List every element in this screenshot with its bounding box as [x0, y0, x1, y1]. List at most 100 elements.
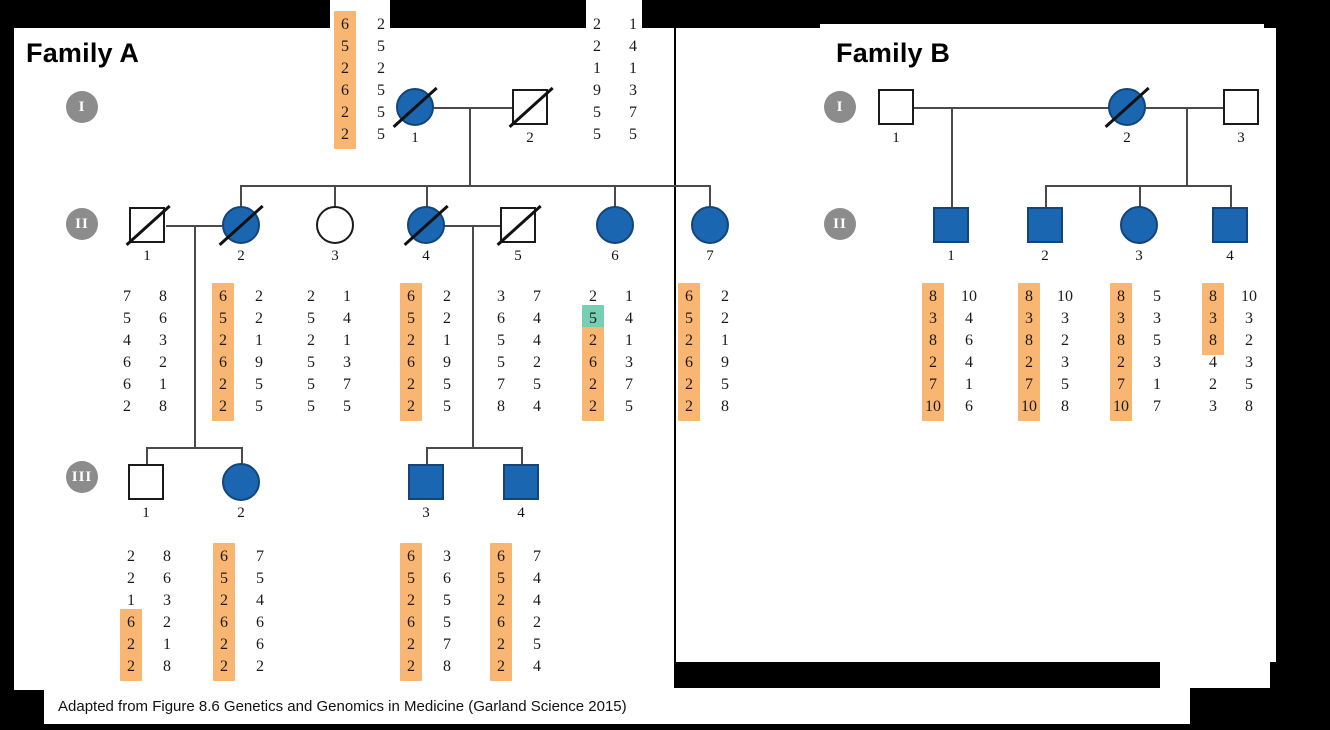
allele-value: 6 — [589, 354, 597, 371]
allele-value: 2 — [220, 658, 228, 675]
allele-value: 6 — [407, 288, 415, 305]
allele-value: 8 — [163, 548, 171, 565]
allele-value: 1 — [625, 288, 633, 305]
allele-value: 5 — [685, 310, 693, 327]
allele-value: 5 — [377, 82, 385, 99]
allele-value: 4 — [533, 332, 541, 349]
person-A-II-6[interactable] — [596, 206, 634, 244]
family-a-title: Family A — [26, 38, 140, 68]
sib-drop-A-II-7 — [709, 185, 711, 225]
allele-value: 2 — [407, 592, 415, 609]
allele-value: 7 — [533, 548, 541, 565]
person-B-I-3[interactable] — [1223, 89, 1259, 125]
allele-value: 2 — [497, 636, 505, 653]
person-B-II-1[interactable] — [933, 207, 969, 243]
person-label-B-I-2: 2 — [1123, 130, 1131, 146]
shared-haplotype-highlight — [1202, 283, 1224, 355]
allele-value: 6 — [407, 614, 415, 631]
person-B-II-3[interactable] — [1120, 206, 1158, 244]
allele-value: 3 — [1025, 310, 1033, 327]
allele-value: 5 — [341, 38, 349, 55]
panel-family-b-title — [820, 24, 1264, 64]
allele-value: 4 — [965, 354, 973, 371]
shared-haplotype-highlight — [400, 543, 422, 681]
allele-value: 5 — [593, 126, 601, 143]
allele-value: 5 — [625, 398, 633, 415]
allele-value: 6 — [407, 354, 415, 371]
allele-value: 5 — [443, 398, 451, 415]
allele-value: 5 — [1153, 332, 1161, 349]
allele-value: 5 — [497, 570, 505, 587]
person-label-A-II-5: 5 — [514, 248, 522, 264]
person-B-II-2[interactable] — [1027, 207, 1063, 243]
person-B-I-1[interactable] — [878, 89, 914, 125]
allele-value: 6 — [965, 332, 973, 349]
allele-value: 6 — [497, 614, 505, 631]
allele-value: 2 — [443, 288, 451, 305]
person-A-III-4[interactable] — [503, 464, 539, 500]
allele-value: 5 — [1061, 376, 1069, 393]
allele-value: 3 — [1061, 310, 1069, 327]
allele-value: 2 — [1061, 332, 1069, 349]
allele-value: 2 — [1209, 376, 1217, 393]
allele-value: 6 — [220, 548, 228, 565]
sib-drop-A-III-2 — [241, 447, 243, 464]
allele-value: 6 — [341, 82, 349, 99]
allele-value: 7 — [497, 376, 505, 393]
allele-value: 4 — [533, 398, 541, 415]
allele-value: 2 — [220, 636, 228, 653]
allele-value: 2 — [593, 16, 601, 33]
sibship-line-B-II — [1045, 185, 1231, 187]
allele-value: 7 — [533, 288, 541, 305]
panel-lower-right — [1160, 420, 1270, 688]
allele-value: 4 — [533, 570, 541, 587]
allele-value: 1 — [343, 288, 351, 305]
allele-value: 2 — [163, 614, 171, 631]
allele-value: 2 — [377, 60, 385, 77]
allele-value: 1 — [159, 376, 167, 393]
person-label-B-II-2: 2 — [1041, 248, 1049, 264]
person-A-III-1[interactable] — [128, 464, 164, 500]
allele-value: 5 — [343, 398, 351, 415]
allele-value: 5 — [721, 376, 729, 393]
allele-value: 2 — [721, 288, 729, 305]
allele-value: 3 — [1209, 310, 1217, 327]
allele-value: 1 — [629, 16, 637, 33]
person-A-III-2[interactable] — [222, 463, 260, 501]
allele-value: 2 — [220, 592, 228, 609]
person-label-B-I-3: 3 — [1237, 130, 1245, 146]
person-B-II-4[interactable] — [1212, 207, 1248, 243]
allele-value: 4 — [625, 310, 633, 327]
allele-value: 8 — [929, 332, 937, 349]
allele-value: 3 — [1153, 310, 1161, 327]
person-A-II-3[interactable] — [316, 206, 354, 244]
person-label-B-II-3: 3 — [1135, 248, 1143, 264]
allele-value: 3 — [625, 354, 633, 371]
allele-value: 3 — [1245, 310, 1253, 327]
allele-value: 4 — [256, 592, 264, 609]
person-A-III-3[interactable] — [408, 464, 444, 500]
allele-value: 8 — [1209, 288, 1217, 305]
descent-line-A-II4-II5 — [472, 225, 474, 447]
person-A-II-7[interactable] — [691, 206, 729, 244]
generation-badge-I-family-b: I — [824, 91, 856, 123]
allele-value: 7 — [629, 104, 637, 121]
allele-value: 6 — [256, 636, 264, 653]
allele-value: 7 — [443, 636, 451, 653]
allele-value: 2 — [407, 376, 415, 393]
sibship-line-A-II — [240, 185, 710, 187]
allele-value: 1 — [255, 332, 263, 349]
